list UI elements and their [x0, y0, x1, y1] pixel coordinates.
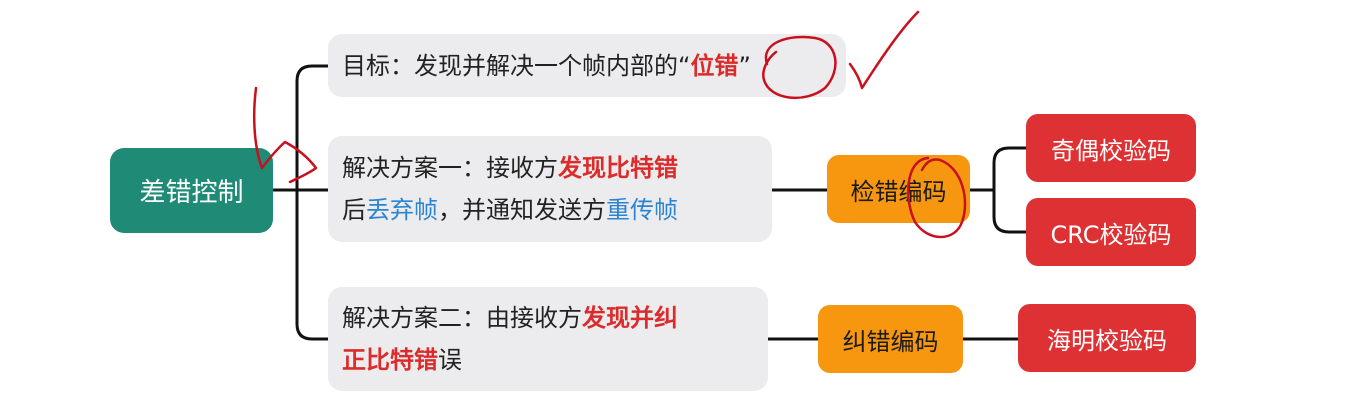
- arrow-annotation: [252, 86, 318, 184]
- circle-annotation-bit-error: [762, 35, 837, 100]
- root-label: 差错控制: [139, 178, 244, 208]
- plan2-node: 解决方案二：由接收方发现并纠 正比特错误: [328, 287, 768, 391]
- correct-coding-node: 纠错编码: [818, 305, 963, 373]
- hamming-code-node: 海明校验码: [1018, 304, 1196, 372]
- plan1-discard-frame: 丢弃帧: [366, 196, 438, 224]
- detect-coding-node: 检错编码: [827, 155, 970, 223]
- plan2-line1-text: 解决方案二：由接收方: [342, 304, 582, 332]
- correct-coding-label: 纠错编码: [842, 327, 939, 356]
- goal-node: 目标：发现并解决一个帧内部的“位错”: [328, 34, 846, 97]
- goal-highlight-bit-error: 位错: [690, 51, 739, 80]
- plan2-line1: 解决方案二：由接收方发现并纠: [342, 297, 754, 339]
- plan1-line2: 后丢弃帧，并通知发送方重传帧: [342, 189, 758, 231]
- plan1-line1-text: 解决方案一：接收方: [342, 154, 558, 182]
- plan1-retransmit-frame: 重传帧: [606, 196, 678, 224]
- plan2-line2: 正比特错误: [342, 339, 754, 381]
- plan1-line1: 解决方案一：接收方发现比特错: [342, 147, 758, 189]
- hamming-code-label: 海明校验码: [1047, 326, 1167, 355]
- circle-annotation-coding: [906, 156, 967, 239]
- plan1-highlight: 发现比特错: [558, 154, 678, 182]
- goal-text: 目标：发现并解决一个帧内部的: [342, 51, 678, 80]
- plan2-line2-suffix: 误: [438, 346, 462, 374]
- detect-coding-label: 检错编码: [850, 177, 947, 206]
- goal-quote-open: “: [678, 51, 691, 80]
- parity-check-label: 奇偶校验码: [1051, 136, 1171, 165]
- crc-check-label: CRC校验码: [1050, 220, 1172, 249]
- goal-quote-close: ”: [738, 51, 751, 80]
- plan1-node: 解决方案一：接收方发现比特错 后丢弃帧，并通知发送方重传帧: [328, 136, 772, 242]
- plan2-highlight-2: 正比特错: [342, 346, 438, 374]
- plan1-line2-text-b: ，并通知发送方: [438, 196, 606, 224]
- root-node-error-control: 差错控制: [110, 148, 273, 233]
- plan2-highlight-1: 发现并纠: [582, 304, 678, 332]
- detect-branch-bracket: [992, 146, 1028, 234]
- crc-check-node: CRC校验码: [1026, 198, 1196, 266]
- root-branch-bracket: [295, 64, 330, 341]
- plan1-line2-text-a: 后: [342, 196, 366, 224]
- parity-check-node: 奇偶校验码: [1026, 114, 1196, 182]
- checkmark-annotation: [848, 10, 920, 90]
